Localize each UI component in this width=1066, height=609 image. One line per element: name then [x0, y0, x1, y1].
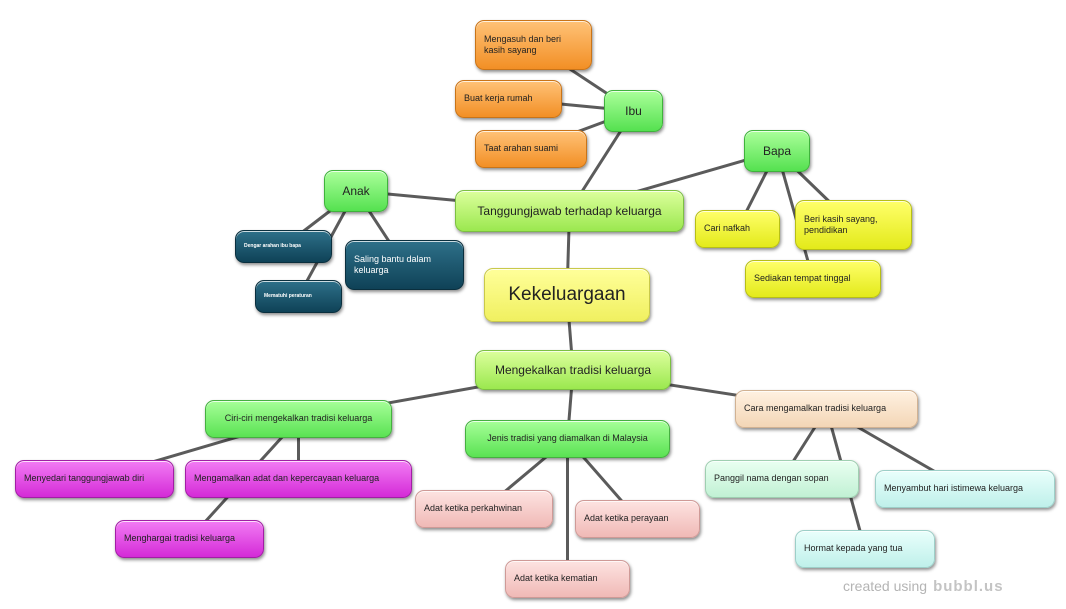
- node-kekeluargaan[interactable]: Kekeluargaan: [484, 268, 650, 322]
- node-label: Bapa: [762, 143, 792, 158]
- watermark-brand: bubbl.us: [933, 578, 1004, 595]
- node-label: Adat ketika kematian: [514, 573, 598, 584]
- node-label: Saling bantu dalam keluarga: [354, 253, 432, 275]
- watermark-text: created using: [843, 578, 928, 594]
- node-label: Cari nafkah: [704, 223, 751, 234]
- node-label: Menyambut hari istimewa keluarga: [884, 483, 1024, 494]
- node-label: Ibu: [625, 103, 642, 118]
- node-label: Mengekalkan tradisi keluarga: [494, 362, 652, 377]
- node-bapa[interactable]: Bapa: [744, 130, 810, 172]
- watermark: created using bubbl.us: [843, 578, 1004, 595]
- node-beri-kasih[interactable]: Beri kasih sayang, pendidikan: [795, 200, 912, 250]
- node-mematuhi[interactable]: Mematuhi peraturan: [255, 280, 342, 313]
- node-buat-kerja[interactable]: Buat kerja rumah: [455, 80, 562, 118]
- node-cara-mengamalkan[interactable]: Cara mengamalkan tradisi keluarga: [735, 390, 918, 428]
- node-label: Sediakan tempat tinggal: [754, 273, 851, 284]
- node-jenis-tradisi[interactable]: Jenis tradisi yang diamalkan di Malaysia: [465, 420, 670, 458]
- node-label: Buat kerja rumah: [464, 93, 533, 104]
- node-anak[interactable]: Anak: [324, 170, 388, 212]
- node-mengamalkan-adat[interactable]: Mengamalkan adat dan kepercayaan keluarg…: [185, 460, 412, 498]
- node-label: Adat ketika perkahwinan: [424, 503, 523, 514]
- node-ciri-ciri[interactable]: Ciri-ciri mengekalkan tradisi keluarga: [205, 400, 392, 438]
- node-label: Adat ketika perayaan: [584, 513, 669, 524]
- node-dengar-arahan[interactable]: Dengar arahan ibu bapa: [235, 230, 332, 263]
- node-label: Mengasuh dan beri kasih sayang: [484, 33, 562, 55]
- node-label: Kekeluargaan: [508, 284, 626, 306]
- node-label: Panggil nama dengan sopan: [714, 473, 829, 484]
- node-label: Menghargai tradisi keluarga: [124, 533, 236, 544]
- node-hormat[interactable]: Hormat kepada yang tua: [795, 530, 935, 568]
- node-cari-nafkah[interactable]: Cari nafkah: [695, 210, 780, 248]
- node-menyedari[interactable]: Menyedari tanggungjawab diri: [15, 460, 174, 498]
- node-sediakan-tempat[interactable]: Sediakan tempat tinggal: [745, 260, 881, 298]
- node-adat-kematian[interactable]: Adat ketika kematian: [505, 560, 630, 598]
- node-label: Jenis tradisi yang diamalkan di Malaysia: [487, 433, 648, 444]
- node-adat-perkahwinan[interactable]: Adat ketika perkahwinan: [415, 490, 553, 528]
- node-label: Ciri-ciri mengekalkan tradisi keluarga: [224, 413, 373, 424]
- node-label: Hormat kepada yang tua: [804, 543, 903, 554]
- node-tanggungjawab[interactable]: Tanggungjawab terhadap keluarga: [455, 190, 684, 232]
- node-label: Cara mengamalkan tradisi keluarga: [744, 403, 887, 414]
- node-mengasuh[interactable]: Mengasuh dan beri kasih sayang: [475, 20, 592, 70]
- node-ibu[interactable]: Ibu: [604, 90, 663, 132]
- node-label: Beri kasih sayang, pendidikan: [804, 213, 878, 235]
- node-label: Mematuhi peraturan: [264, 293, 312, 300]
- node-adat-perayaan[interactable]: Adat ketika perayaan: [575, 500, 700, 538]
- node-panggil-nama[interactable]: Panggil nama dengan sopan: [705, 460, 859, 498]
- node-mengekalkan[interactable]: Mengekalkan tradisi keluarga: [475, 350, 671, 390]
- node-menyambut[interactable]: Menyambut hari istimewa keluarga: [875, 470, 1055, 508]
- node-label: Mengamalkan adat dan kepercayaan keluarg…: [194, 473, 380, 484]
- node-label: Anak: [342, 183, 370, 198]
- node-label: Tanggungjawab terhadap keluarga: [477, 203, 662, 218]
- node-label: Taat arahan suami: [484, 143, 559, 154]
- node-saling-bantu[interactable]: Saling bantu dalam keluarga: [345, 240, 464, 290]
- node-label: Menyedari tanggungjawab diri: [24, 473, 145, 484]
- node-taat-arahan[interactable]: Taat arahan suami: [475, 130, 587, 168]
- node-label: Dengar arahan ibu bapa: [244, 243, 301, 250]
- node-menghargai[interactable]: Menghargai tradisi keluarga: [115, 520, 264, 558]
